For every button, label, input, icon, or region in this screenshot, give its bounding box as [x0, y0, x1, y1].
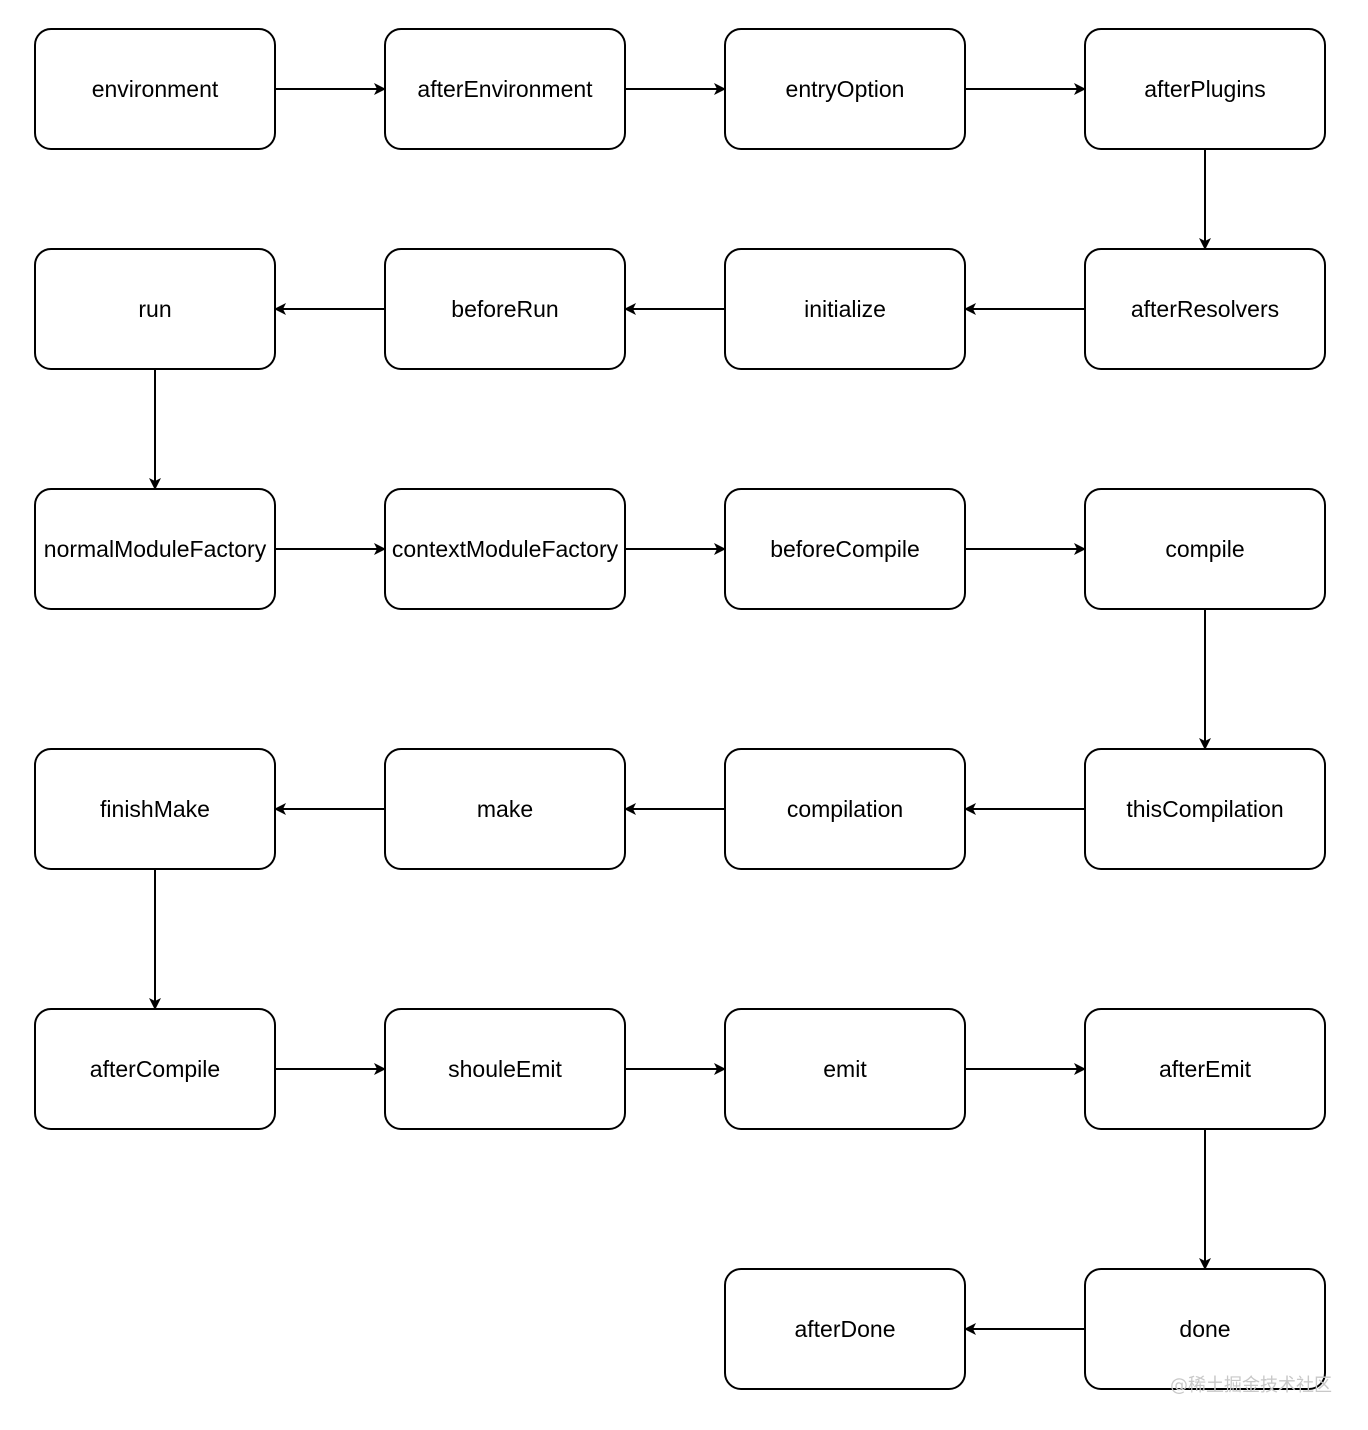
node-label: make [477, 796, 533, 822]
node-label: compilation [787, 796, 903, 822]
node-label: beforeCompile [770, 536, 920, 562]
node-label: afterEnvironment [417, 76, 593, 102]
node-box [724, 1008, 966, 1130]
node-box [724, 488, 966, 610]
node-box [384, 748, 626, 870]
node-box [1084, 28, 1326, 150]
node-label: afterEmit [1159, 1056, 1252, 1082]
node-label: contextModuleFactory [392, 536, 619, 562]
node-environment: environment [34, 28, 276, 150]
node-emit: emit [724, 1008, 966, 1130]
node-box [384, 28, 626, 150]
node-box [724, 248, 966, 370]
node-shouleEmit: shouleEmit [384, 1008, 626, 1130]
node-box [384, 1008, 626, 1130]
node-finishMake: finishMake [34, 748, 276, 870]
node-thisCompilation: thisCompilation [1084, 748, 1326, 870]
node-label: environment [92, 76, 219, 102]
node-label: thisCompilation [1126, 796, 1283, 822]
node-box [34, 748, 276, 870]
node-afterDone: afterDone [724, 1268, 966, 1390]
node-compile: compile [1084, 488, 1326, 610]
node-box [34, 28, 276, 150]
node-box [384, 248, 626, 370]
watermark-text: @稀土掘金技术社区 [1170, 1375, 1332, 1396]
node-box [1084, 248, 1326, 370]
node-run: run [34, 248, 276, 370]
node-label: entryOption [786, 76, 905, 102]
node-label: afterDone [794, 1316, 895, 1342]
node-box [1084, 1268, 1326, 1390]
edges-layer [149, 83, 1211, 1335]
node-label: afterPlugins [1144, 76, 1265, 102]
node-box [384, 488, 626, 610]
node-beforeRun: beforeRun [384, 248, 626, 370]
node-entryOption: entryOption [724, 28, 966, 150]
node-label: done [1179, 1316, 1230, 1342]
node-label: run [138, 296, 171, 322]
node-label: emit [823, 1056, 867, 1082]
node-initialize: initialize [724, 248, 966, 370]
node-label: initialize [804, 296, 886, 322]
node-box [34, 248, 276, 370]
node-afterEnvironment: afterEnvironment [384, 28, 626, 150]
node-box [34, 1008, 276, 1130]
node-box [724, 1268, 966, 1390]
node-box [1084, 748, 1326, 870]
node-box [1084, 488, 1326, 610]
node-normalModuleFactory: normalModuleFactory [34, 488, 276, 610]
node-label: normalModuleFactory [44, 536, 267, 562]
node-label: beforeRun [451, 296, 558, 322]
node-label: finishMake [100, 796, 210, 822]
node-beforeCompile: beforeCompile [724, 488, 966, 610]
node-label: afterCompile [90, 1056, 220, 1082]
node-box [724, 28, 966, 150]
node-box [1084, 1008, 1326, 1130]
node-done: done [1084, 1268, 1326, 1390]
node-label: compile [1165, 536, 1244, 562]
node-label: shouleEmit [448, 1056, 562, 1082]
node-afterPlugins: afterPlugins [1084, 28, 1326, 150]
node-afterEmit: afterEmit [1084, 1008, 1326, 1130]
node-afterCompile: afterCompile [34, 1008, 276, 1130]
node-contextModuleFactory: contextModuleFactory [384, 488, 626, 610]
node-box [724, 748, 966, 870]
node-afterResolvers: afterResolvers [1084, 248, 1326, 370]
node-make: make [384, 748, 626, 870]
node-box [34, 488, 276, 610]
node-label: afterResolvers [1131, 296, 1279, 322]
node-compilation: compilation [724, 748, 966, 870]
nodes-layer: environment afterEnvironment entryOption af… [34, 28, 1326, 1390]
